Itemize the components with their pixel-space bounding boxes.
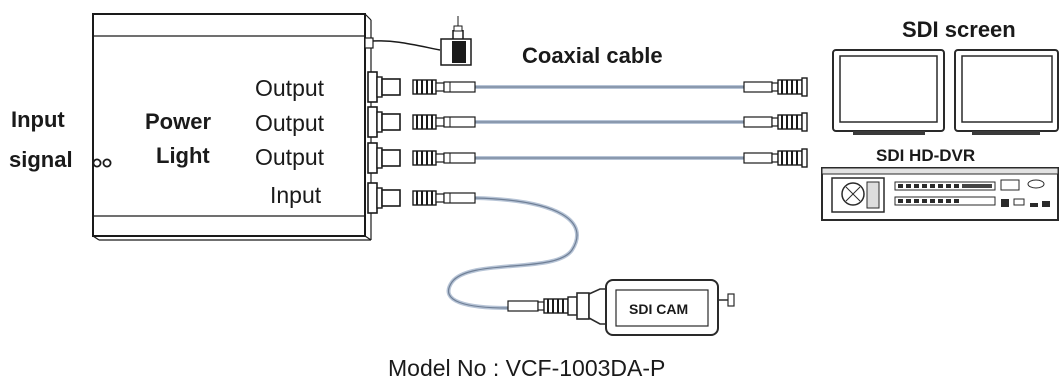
sdi-hd-dvr-label: SDI HD-DVR [876,146,975,165]
bnc-connector-icon [367,182,476,214]
splitter-device [92,13,372,241]
sdi-monitor-icon [954,49,1059,135]
bnc-connector-icon [507,296,578,316]
cable-input [446,196,579,310]
power-light-label-line1: Power [145,109,211,134]
input-signal-label-line1: Input [11,107,65,132]
port-label-output-3: Output [255,144,325,170]
input-signal-label-line2: signal [9,147,73,172]
bnc-connector-icon [367,71,476,103]
model-number: Model No : VCF-1003DA-P [388,355,665,381]
display-connectors [507,77,808,316]
port-label-output-2: Output [255,110,325,136]
power-adapter [364,16,472,66]
power-light-label-line2: Light [156,143,210,168]
bnc-connector-icon [367,106,476,138]
port-label-output-1: Output [255,75,325,101]
bnc-connector-icon [743,112,808,132]
bnc-connector-icon [743,148,808,168]
bnc-connector-icon [743,77,808,97]
sdi-monitor-icon [832,49,945,135]
sdi-cam-label: SDI CAM [629,301,688,317]
indicator-led-icon [102,158,112,168]
dvr-recorder-icon [821,167,1059,221]
sdi-screen-label: SDI screen [902,17,1016,42]
bnc-connector-icon [367,142,476,174]
coaxial-cable-label: Coaxial cable [522,43,663,68]
device-connectors [367,71,476,214]
sdi-camera-icon [576,279,735,336]
indicator-led-icon [92,158,102,168]
port-label-input: Input [270,182,322,208]
